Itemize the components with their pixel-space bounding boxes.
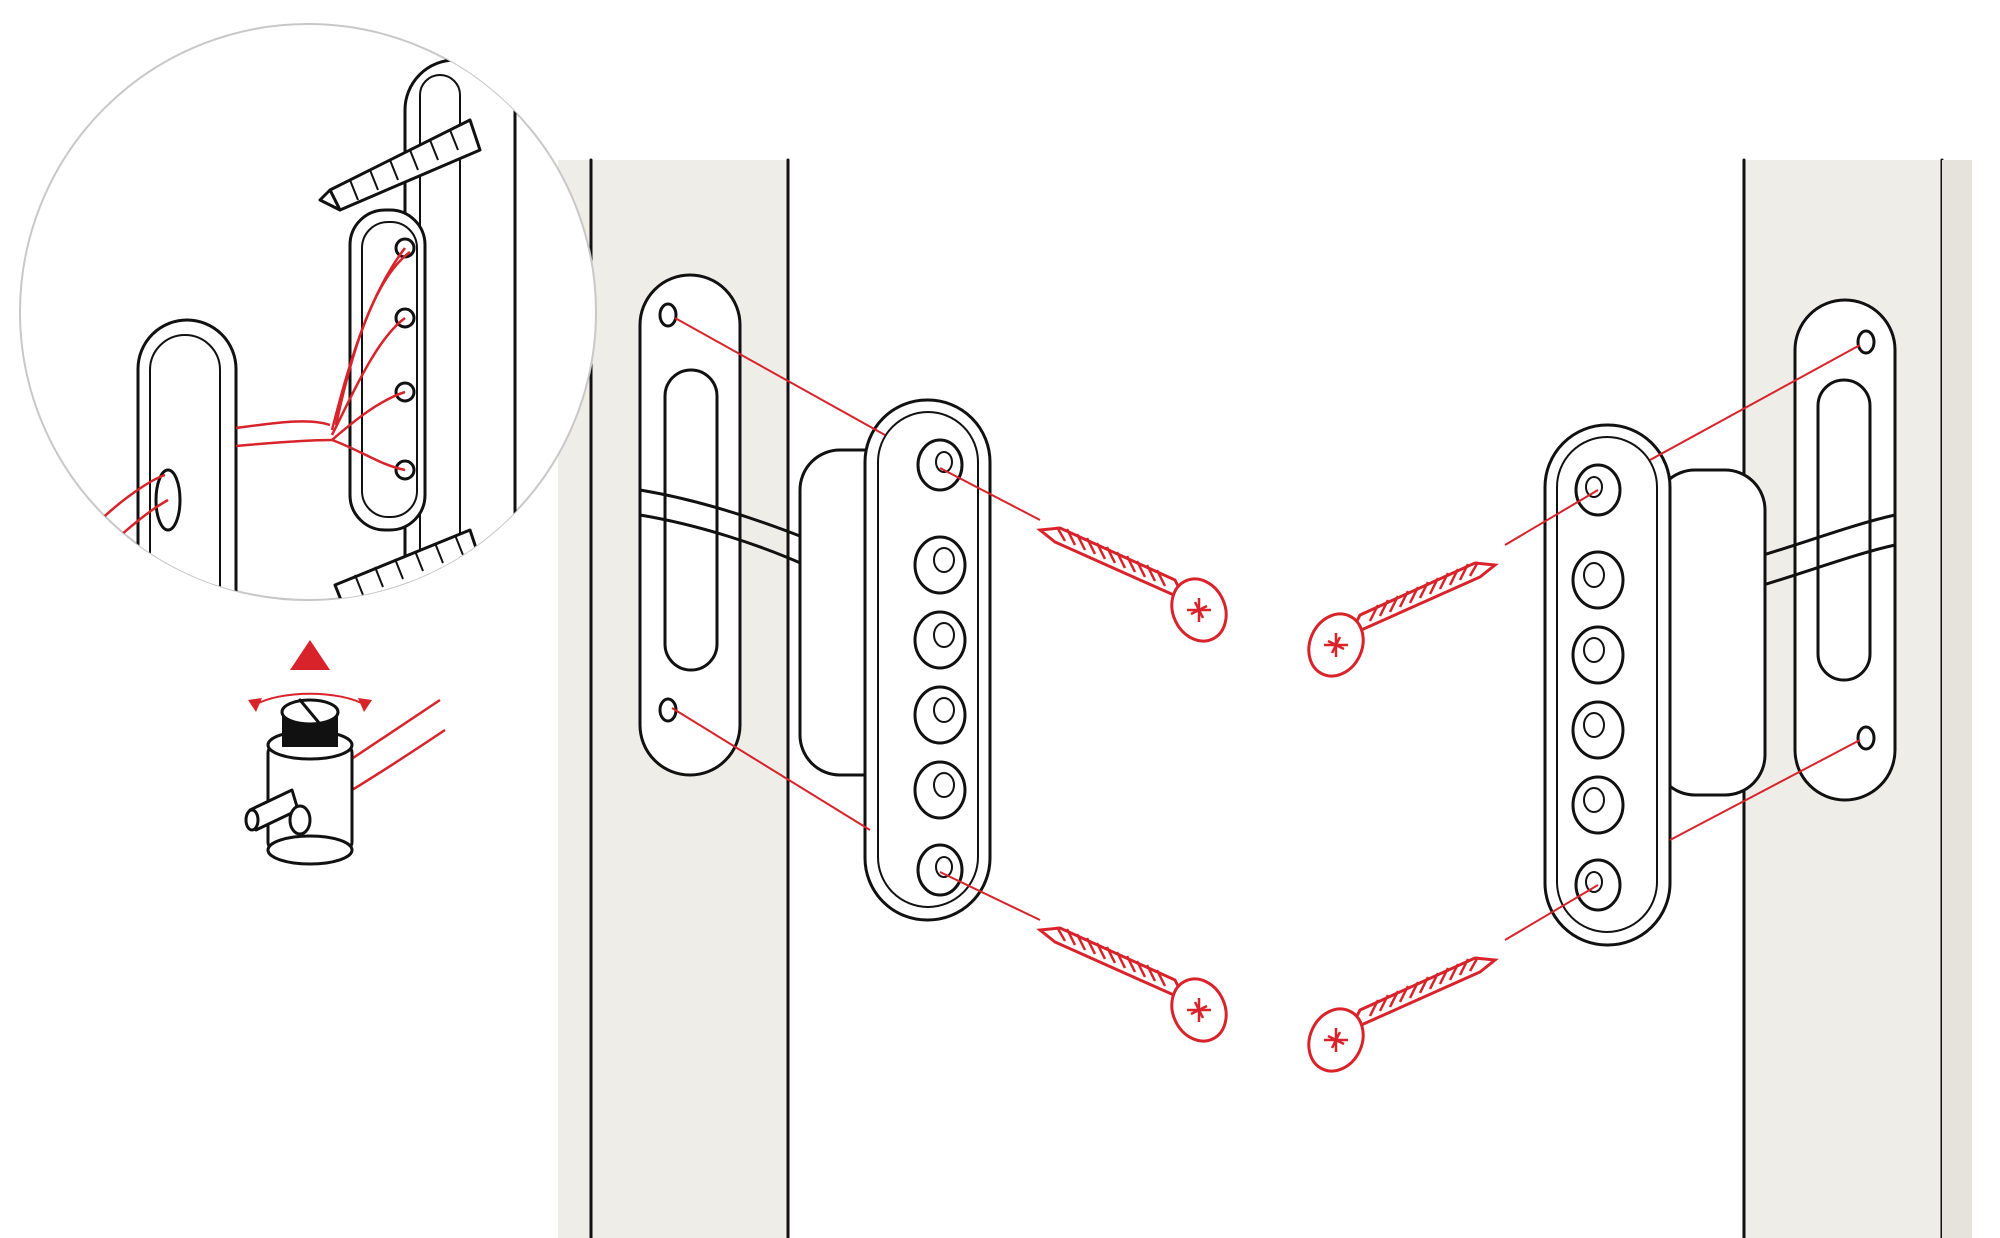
right-upper-screw bbox=[1297, 560, 1497, 687]
rotate-arrows-icon bbox=[248, 692, 372, 712]
left-contact-block bbox=[798, 398, 992, 922]
right-alignment-lines bbox=[1504, 344, 1861, 941]
left-alignment-lines bbox=[671, 317, 1041, 921]
left-cable bbox=[638, 488, 812, 567]
cable-clamp-terminal bbox=[244, 692, 446, 866]
left-lower-screw bbox=[1038, 925, 1238, 1052]
right-lower-screw bbox=[1297, 955, 1497, 1082]
right-mounting-recess bbox=[1793, 298, 1897, 802]
up-triangle-icon bbox=[290, 640, 330, 670]
right-contact-block bbox=[1543, 423, 1767, 947]
left-upper-screw bbox=[1038, 525, 1238, 652]
magnified-detail bbox=[19, 23, 597, 601]
